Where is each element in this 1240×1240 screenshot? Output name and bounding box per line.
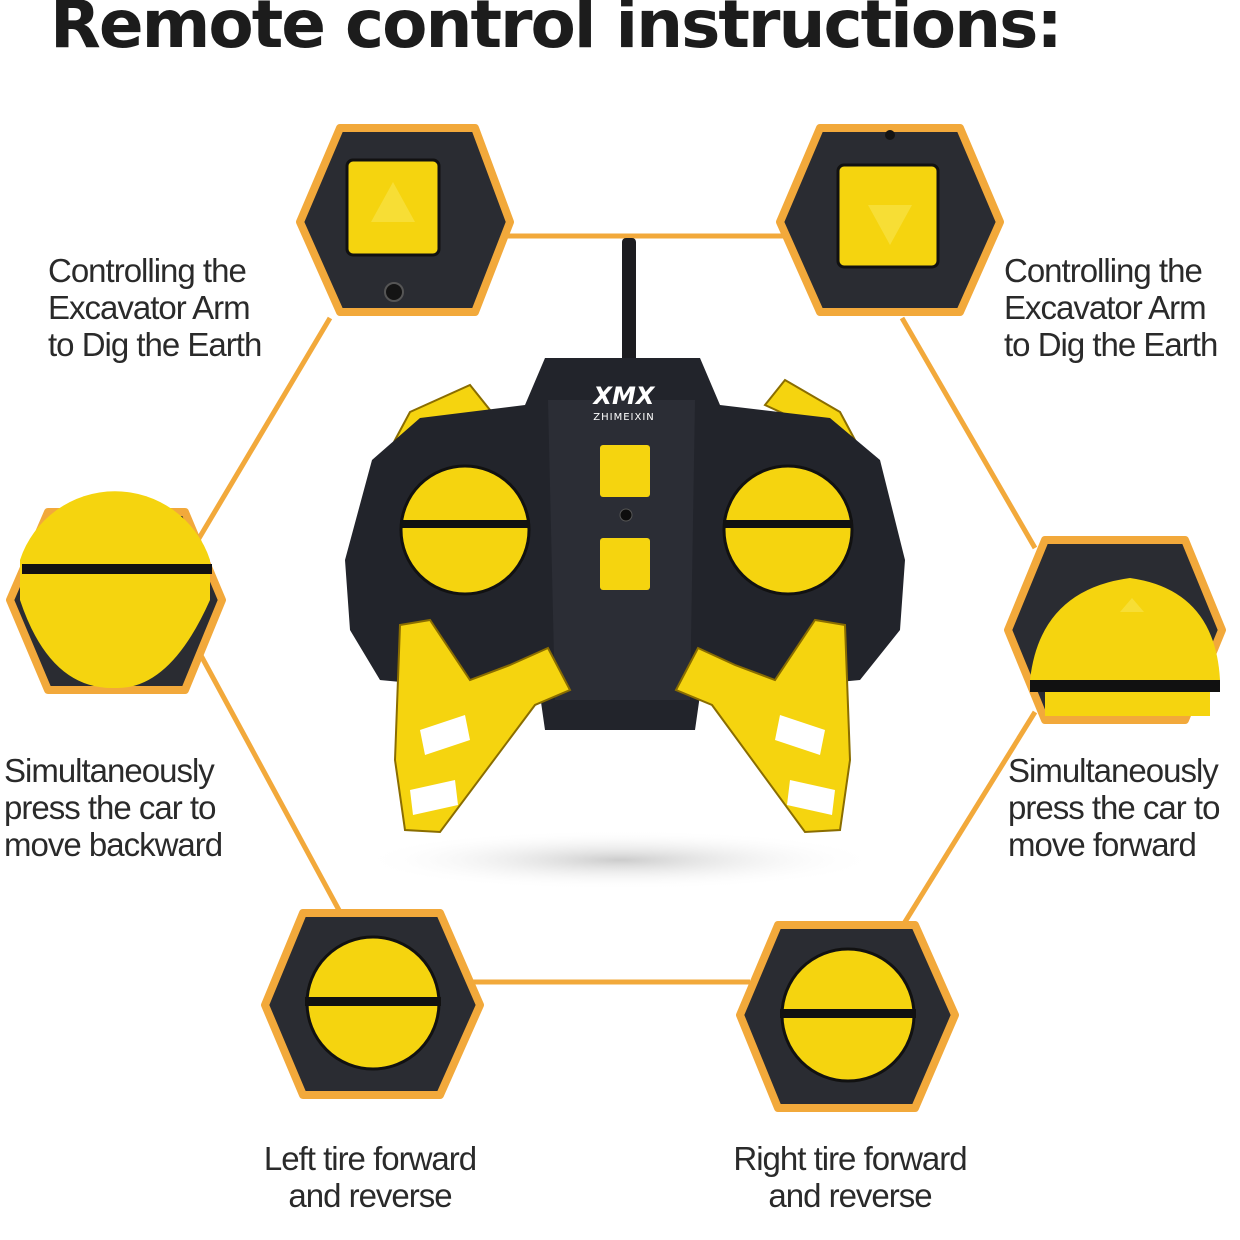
label-bottom-left: Left tire forward and reverse: [263, 1140, 477, 1214]
label-top-right: Controlling the Excavator Arm to Dig the…: [1004, 252, 1218, 363]
remote-logo: XMX: [592, 382, 656, 410]
hex-bottom-left: [261, 909, 484, 1099]
power-indicator: [619, 508, 633, 522]
left-leg: [393, 618, 572, 834]
label-mid-left: Simultaneously press the car to move bac…: [4, 752, 223, 863]
joystick-forward-detail: [1030, 578, 1220, 680]
connector-lines: [195, 233, 1038, 985]
label-bottom-right: Right tire forward and reverse: [733, 1140, 967, 1214]
hex-top-right: [776, 124, 1004, 316]
remote-shadow: [360, 830, 880, 890]
right-leg: [674, 618, 852, 834]
hex-bottom-right: [736, 921, 959, 1112]
antenna: [622, 238, 636, 368]
label-top-left: Controlling the Excavator Arm to Dig the…: [48, 252, 262, 363]
remote-controller: XMX ZHIMEIXIN: [345, 238, 905, 834]
left-joystick: [399, 464, 531, 596]
arm-down-button: [600, 538, 650, 590]
right-joystick: [722, 464, 854, 596]
label-mid-right: Simultaneously press the car to move for…: [1008, 752, 1220, 863]
remote-brand: ZHIMEIXIN: [593, 412, 655, 423]
page-title: Remote control instructions:: [50, 0, 1063, 63]
hex-mid-left: [6, 491, 226, 694]
hex-mid-right: [1004, 536, 1226, 724]
arm-up-button: [600, 445, 650, 497]
hex-top-left: [296, 124, 514, 316]
